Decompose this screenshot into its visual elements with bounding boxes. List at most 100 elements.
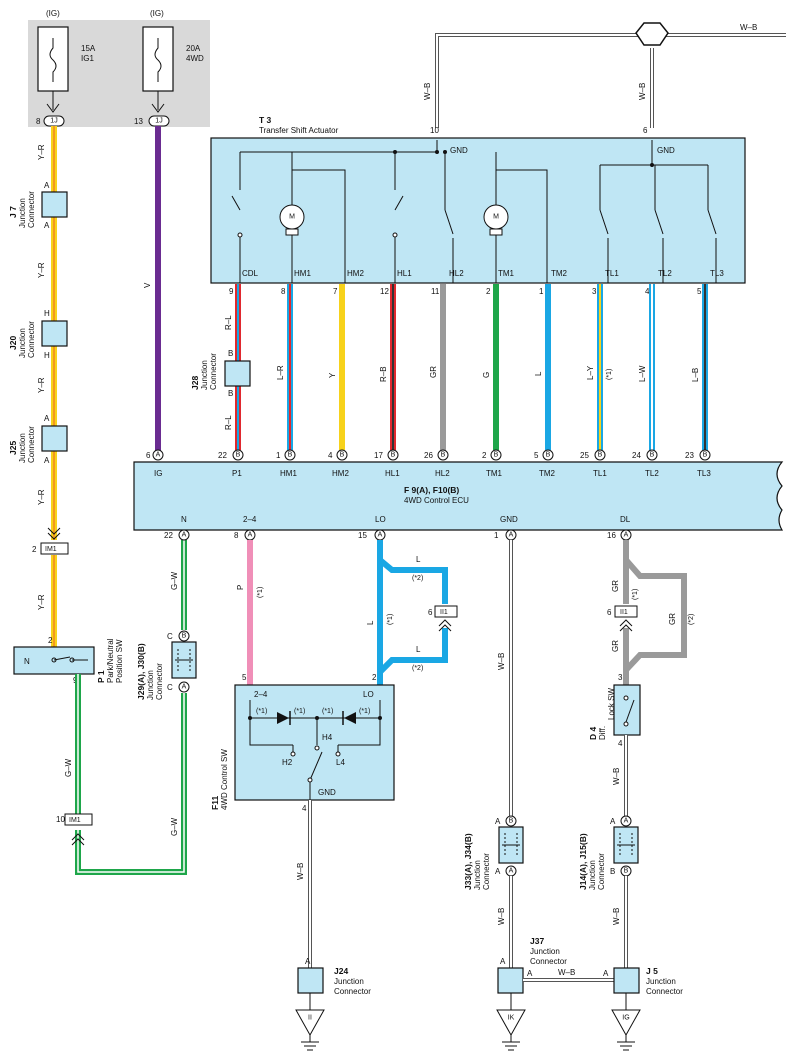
svg-text:Junction: Junction xyxy=(646,977,676,986)
svg-text:R–L: R–L xyxy=(224,415,233,430)
svg-text:LO: LO xyxy=(363,690,374,699)
svg-text:16: 16 xyxy=(607,531,616,540)
ground-icon xyxy=(611,1009,641,1037)
svg-text:A: A xyxy=(509,868,514,875)
f11-id: F11 xyxy=(210,796,220,810)
svg-text:G: G xyxy=(482,372,491,378)
svg-text:1: 1 xyxy=(539,287,544,296)
j29-id: J29(A), J30(B) xyxy=(136,643,146,700)
svg-text:Y: Y xyxy=(328,372,337,378)
svg-text:(*2): (*2) xyxy=(412,575,423,582)
j20-id: J20 xyxy=(8,336,18,350)
svg-text:23: 23 xyxy=(685,451,694,460)
j33-j34-junction: B A A A J33(A), J34(B) Junction Connecto… xyxy=(463,815,524,890)
svg-text:L: L xyxy=(366,620,375,625)
fuse-4wd-name: 4WD xyxy=(186,54,204,63)
svg-text:2: 2 xyxy=(48,636,53,645)
svg-text:4: 4 xyxy=(618,739,623,748)
svg-text:N: N xyxy=(24,657,30,666)
svg-text:B: B xyxy=(228,389,233,398)
fuse-ig1-pin: 8 xyxy=(36,117,41,126)
j20-junction xyxy=(41,320,68,347)
svg-text:GR: GR xyxy=(611,580,620,592)
svg-text:P: P xyxy=(236,585,245,590)
fuse-4wd-source: (IG) xyxy=(150,9,164,18)
j37-junction: A J37 Junction Connector A IK xyxy=(496,936,567,1051)
svg-text:B: B xyxy=(610,867,615,876)
svg-text:6: 6 xyxy=(607,608,612,617)
svg-text:Junction: Junction xyxy=(588,860,597,890)
svg-text:Connector: Connector xyxy=(597,853,606,890)
svg-text:1J: 1J xyxy=(50,118,57,125)
svg-text:A: A xyxy=(495,817,501,826)
svg-text:4: 4 xyxy=(328,451,333,460)
svg-text:6: 6 xyxy=(428,608,433,617)
wire-label-wb-top: W–B xyxy=(740,23,757,32)
svg-text:Connector: Connector xyxy=(646,987,683,996)
svg-text:TL2: TL2 xyxy=(658,269,672,278)
svg-text:B: B xyxy=(391,452,396,459)
svg-text:Junction: Junction xyxy=(530,947,560,956)
svg-text:A: A xyxy=(509,532,514,539)
ii1-connector-dl xyxy=(614,605,638,618)
svg-text:A: A xyxy=(378,532,383,539)
j24-id: J24 xyxy=(334,966,348,976)
svg-text:2–4: 2–4 xyxy=(254,690,268,699)
svg-text:4: 4 xyxy=(645,287,650,296)
j14-id: J14(A), J15(B) xyxy=(578,833,588,890)
j25-junction xyxy=(41,425,68,452)
svg-text:A: A xyxy=(44,181,50,190)
svg-text:(*2): (*2) xyxy=(688,614,695,625)
svg-text:2–4: 2–4 xyxy=(243,515,257,524)
svg-text:(*1): (*1) xyxy=(322,708,333,715)
svg-text:Connector: Connector xyxy=(209,353,218,390)
diode-icon xyxy=(344,712,356,724)
svg-text:C: C xyxy=(167,683,173,692)
svg-text:(*1): (*1) xyxy=(257,587,264,598)
svg-text:A: A xyxy=(603,969,609,978)
svg-text:15: 15 xyxy=(358,531,367,540)
svg-text:IM1: IM1 xyxy=(69,817,81,824)
svg-text:A: A xyxy=(305,957,311,966)
wire-label-g-w-2: G–W xyxy=(170,817,179,836)
j14-j15-junction: A B A B J14(A), J15(B) Junction Connecto… xyxy=(578,815,639,890)
actuator-ecu-wires xyxy=(235,284,708,450)
svg-text:5: 5 xyxy=(697,287,702,296)
j7-junction xyxy=(41,191,68,218)
svg-text:7: 7 xyxy=(333,287,338,296)
ecu-top-pins: 6 A 22 B 1 B 4 B 17 B 26 B 2 B 5 B 25 B … xyxy=(146,449,711,461)
wire-label-g-w-1: G–W xyxy=(64,758,73,777)
svg-text:B: B xyxy=(703,452,708,459)
fuse-4wd-pin: 13 xyxy=(134,117,143,126)
svg-text:L4: L4 xyxy=(336,758,345,767)
svg-text:B: B xyxy=(182,633,187,640)
svg-text:9: 9 xyxy=(229,287,234,296)
svg-text:24: 24 xyxy=(632,451,641,460)
svg-text:GR: GR xyxy=(429,366,438,378)
svg-text:5: 5 xyxy=(242,673,247,682)
svg-text:II1: II1 xyxy=(440,609,448,616)
j33-id: J33(A), J34(B) xyxy=(463,833,473,890)
svg-text:Connector: Connector xyxy=(27,426,36,463)
ecu-bottom-pins: 22 A 8 A 15 A 1 A 16 A xyxy=(164,529,632,541)
actuator-name: Transfer Shift Actuator xyxy=(259,126,339,135)
svg-text:A: A xyxy=(624,532,629,539)
svg-text:10: 10 xyxy=(56,815,65,824)
svg-text:(*1): (*1) xyxy=(294,708,305,715)
ground-icon xyxy=(295,1009,325,1037)
im1-connector-bottom xyxy=(64,813,93,826)
svg-text:B: B xyxy=(288,452,293,459)
svg-text:12: 12 xyxy=(380,287,389,296)
svg-text:GND: GND xyxy=(318,788,336,797)
svg-text:R–B: R–B xyxy=(379,366,388,382)
svg-text:3: 3 xyxy=(618,673,623,682)
svg-text:TL3: TL3 xyxy=(697,469,711,478)
svg-text:HL1: HL1 xyxy=(397,269,412,278)
svg-text:IG: IG xyxy=(622,1015,629,1022)
svg-text:(*1): (*1) xyxy=(359,708,370,715)
svg-text:Connector: Connector xyxy=(27,321,36,358)
wire-dl-gr xyxy=(623,540,687,685)
fuse-ig1-rating: 15A xyxy=(81,44,96,53)
svg-text:B: B xyxy=(236,452,241,459)
